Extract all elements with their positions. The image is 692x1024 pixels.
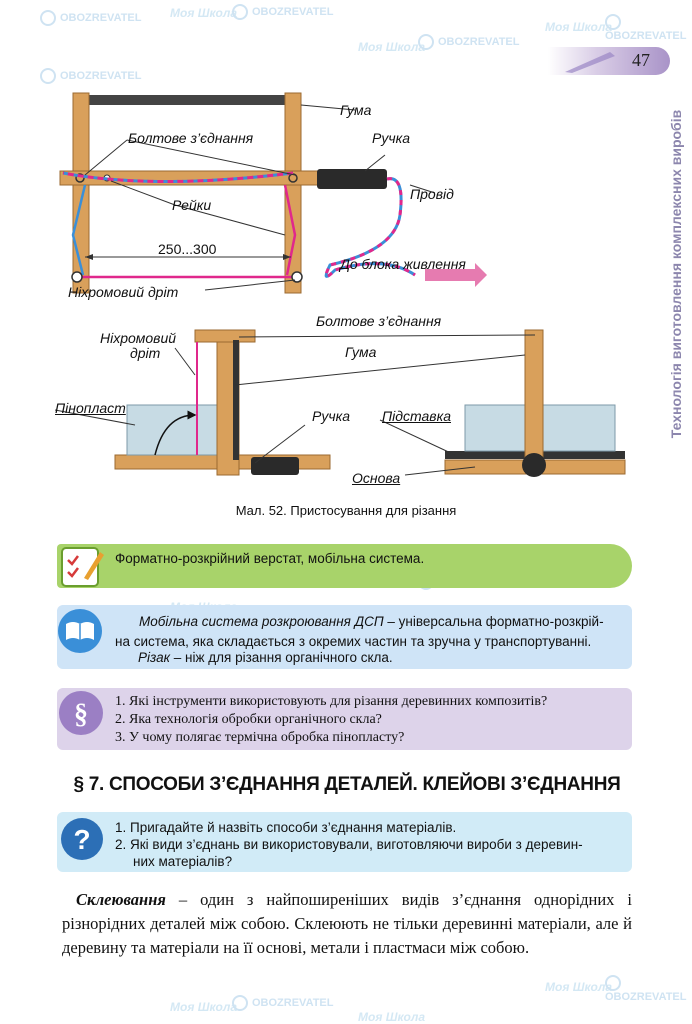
label-bolt: Болтове з’єднання bbox=[128, 130, 254, 146]
section-sign-icon: § bbox=[59, 691, 103, 735]
key-terms-text: Форматно-розкрійний верстат, мобільна си… bbox=[115, 551, 425, 566]
svg-text:?: ? bbox=[73, 824, 90, 855]
watermark-logo: OBOZREVATEL bbox=[232, 4, 333, 20]
figure-caption: Мал. 52. Пристосування для різання bbox=[235, 503, 457, 518]
svg-text:§: § bbox=[74, 699, 88, 730]
question-2: 2. Яка технологія обробки органічного ск… bbox=[115, 712, 382, 727]
section-title: § 7. СПОСОБИ З’ЄДНАННЯ ДЕТАЛЕЙ. КЛЕЙОВІ … bbox=[73, 774, 621, 795]
foam-block bbox=[126, 404, 233, 456]
recall-line-2: 2. Які види з’єднань ви використовували,… bbox=[115, 837, 583, 852]
definitions-box bbox=[57, 605, 632, 669]
handle bbox=[317, 169, 387, 189]
label-handle: Ручка bbox=[372, 130, 410, 146]
label-guma-2: Гума bbox=[345, 344, 377, 360]
label-foam: Пінопласт bbox=[55, 400, 126, 416]
label-bolt-2: Болтове з’єднання bbox=[316, 313, 442, 329]
question-3: 3. У чому полягає термічна обробка піноп… bbox=[115, 730, 405, 745]
recall-box bbox=[57, 812, 632, 872]
watermark-logo: OBOZREVATEL bbox=[418, 34, 519, 50]
rubber-band bbox=[73, 95, 298, 105]
bolt-icon bbox=[75, 173, 85, 183]
recall-line-3: них матеріалів? bbox=[133, 854, 233, 869]
watermark-logo: OBOZREVATEL bbox=[40, 10, 141, 26]
left-post bbox=[72, 92, 90, 294]
label-handle-2: Ручка bbox=[312, 408, 350, 424]
definition-2: Різак – ніж для різання органічного скла… bbox=[138, 650, 393, 665]
label-nichrome-1: Ніхромовий bbox=[100, 330, 177, 346]
power-arrow-icon bbox=[425, 263, 487, 287]
watermark-text: Моя Школа bbox=[170, 1000, 238, 1014]
page-number: 47 bbox=[632, 50, 650, 70]
cutting-stand-diagram bbox=[55, 329, 626, 477]
label-guma: Гума bbox=[340, 102, 372, 118]
stand-post bbox=[524, 329, 544, 461]
pen-icon bbox=[565, 52, 615, 73]
side-title: Технологія виготовлення комплексних виро… bbox=[668, 109, 684, 439]
rubber-band bbox=[233, 340, 239, 460]
watermark-logo: OBOZREVATEL bbox=[605, 975, 692, 1003]
label-nichrome: Ніхромовий дріт bbox=[68, 284, 179, 300]
watermark-text: Моя Школа bbox=[358, 40, 426, 54]
questions-box bbox=[57, 688, 632, 750]
checklist-icon bbox=[61, 547, 104, 587]
watermark-text: Моя Школа bbox=[545, 20, 613, 34]
handle-end bbox=[522, 453, 546, 477]
page-number-banner bbox=[548, 47, 670, 75]
label-power: До блока живлення bbox=[340, 256, 466, 272]
book-icon bbox=[58, 609, 102, 653]
watermark-text: Моя Школа bbox=[545, 980, 613, 994]
handle bbox=[251, 457, 299, 475]
watermark-text: Моя Школа bbox=[358, 1010, 426, 1024]
key-terms-box bbox=[57, 544, 632, 588]
right-post bbox=[284, 92, 302, 294]
question-1: 1. Які інструменти використовують для рі… bbox=[115, 694, 548, 709]
recall-line-1: 1. Пригадайте й назвіть способи з’єднанн… bbox=[115, 820, 457, 835]
label-base: Основа bbox=[352, 470, 401, 486]
body-paragraph: Склеювання – один з найпоширеніших видів… bbox=[62, 890, 632, 957]
label-stand: Підставка bbox=[382, 408, 451, 424]
label-wire: Провід bbox=[410, 186, 454, 202]
definition-1: Мобільна система розкроювання ДСП – унів… bbox=[115, 614, 604, 649]
top-arm bbox=[194, 329, 256, 343]
label-rails: Рейки bbox=[172, 197, 212, 213]
watermark-logo: OBOZREVATEL bbox=[40, 68, 141, 84]
watermark-text: Моя Школа bbox=[170, 6, 238, 20]
watermark-logo: OBOZREVATEL bbox=[232, 995, 333, 1011]
cutting-frame-diagram bbox=[59, 92, 487, 294]
watermark-logo: OBOZREVATEL bbox=[605, 14, 692, 42]
label-dimension: 250...300 bbox=[158, 241, 217, 257]
question-icon: ? bbox=[61, 818, 103, 860]
label-nichrome-2: дріт bbox=[130, 345, 161, 361]
